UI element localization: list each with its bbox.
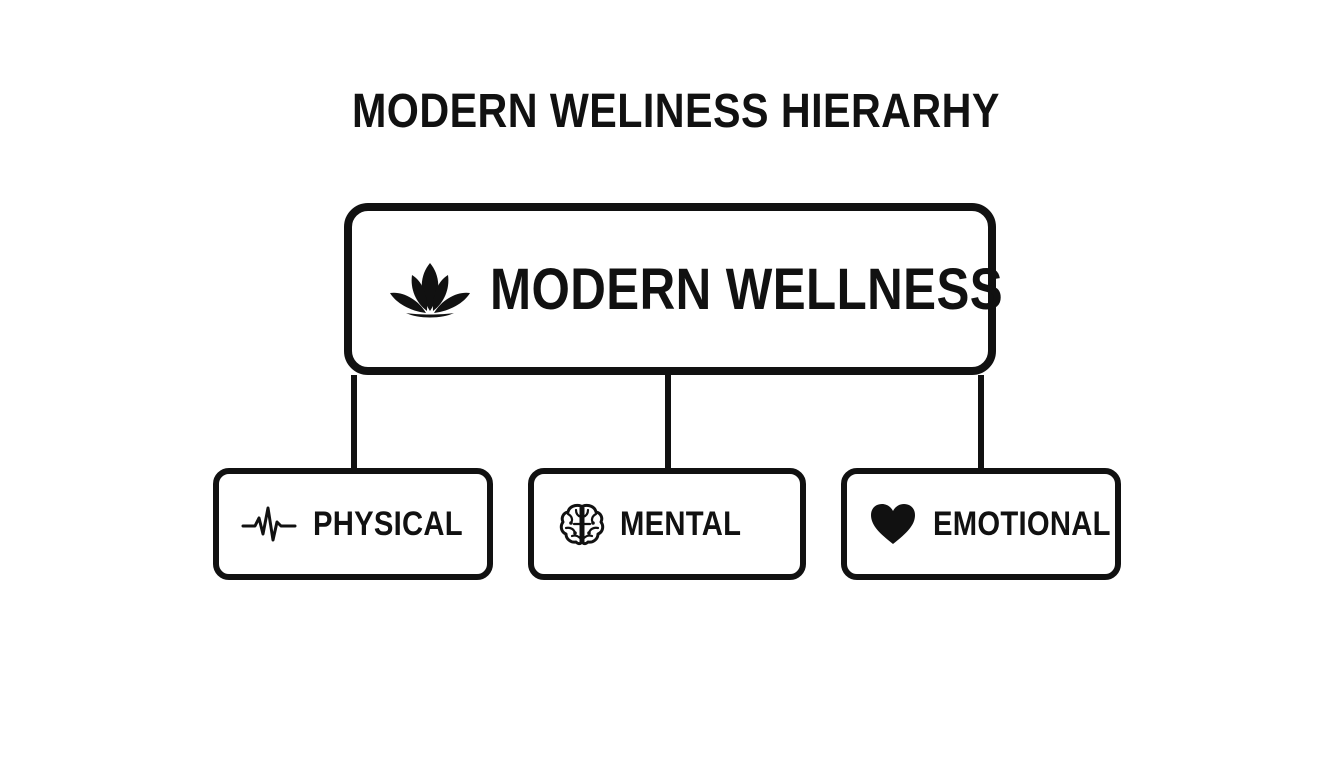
lotus-icon xyxy=(386,259,474,319)
child-label-emotional: EMOTIONAL xyxy=(933,504,1111,543)
diagram-title: MODERN WELINESS HIERARHY xyxy=(351,85,1000,138)
root-node-modern-wellness: MODERN WELLNESS xyxy=(344,203,1003,375)
heart-icon xyxy=(869,502,917,546)
child-label-physical: PHYSICAL xyxy=(313,504,463,543)
child-label-mental: MENTAL xyxy=(620,504,742,543)
heartbeat-icon xyxy=(241,504,297,544)
child-node-physical: PHYSICAL xyxy=(213,468,493,580)
child-node-mental: MENTAL xyxy=(528,468,806,580)
child-node-emotional: EMOTIONAL xyxy=(841,468,1121,580)
brain-icon xyxy=(558,500,606,548)
root-label: MODERN WELLNESS xyxy=(490,256,1004,322)
